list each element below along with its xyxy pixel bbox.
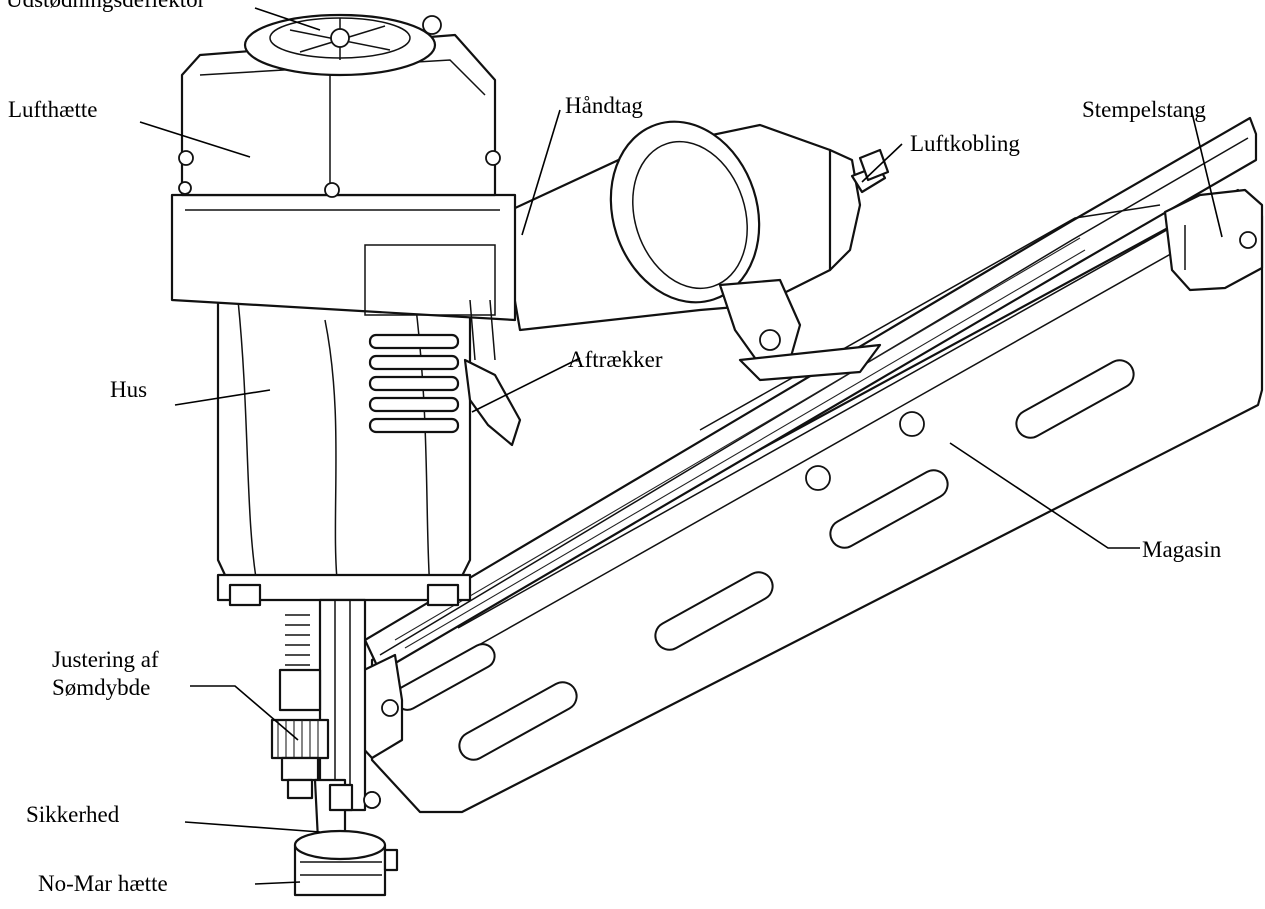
trigger-part [463, 299, 522, 447]
label-handle: Håndtag [565, 93, 643, 118]
leader-safety [184, 821, 321, 833]
label-air-cap: Lufthætte [8, 97, 98, 122]
nose-assembly-part [270, 598, 399, 897]
leader-no-mar-cap [254, 881, 301, 885]
label-trigger: Aftrækker [568, 347, 663, 372]
magazine-part [358, 116, 1264, 814]
air-cap-part [178, 33, 501, 198]
label-piston-rod: Stempelstang [1082, 97, 1206, 122]
handle-part [498, 120, 890, 382]
label-depth-adjust-line1: Justering af [52, 647, 159, 672]
label-housing: Hus [110, 377, 148, 402]
leader-magazine [949, 442, 1140, 549]
exhaust-deflector-part [243, 13, 442, 77]
leader-housing [174, 389, 271, 406]
label-depth-adjust-line2: Sømdybde [52, 675, 151, 700]
leader-air-fitting [861, 143, 903, 183]
label-no-mar-cap: No-Mar hætte [38, 871, 168, 896]
leader-depth-adjust [190, 685, 299, 741]
label-safety: Sikkerhed [26, 802, 120, 827]
leader-air-cap [139, 121, 251, 158]
leader-exhaust-deflector [254, 7, 321, 31]
leader-handle [521, 109, 561, 236]
label-air-fitting: Luftkobling [910, 131, 1020, 156]
leader-lines [139, 7, 1223, 885]
housing-part [170, 193, 517, 607]
label-exhaust-deflector: Udstødningsdeflektor [6, 0, 205, 13]
label-magazine: Magasin [1142, 537, 1222, 562]
leader-trigger [471, 357, 581, 413]
leader-piston-rod [1191, 112, 1223, 238]
